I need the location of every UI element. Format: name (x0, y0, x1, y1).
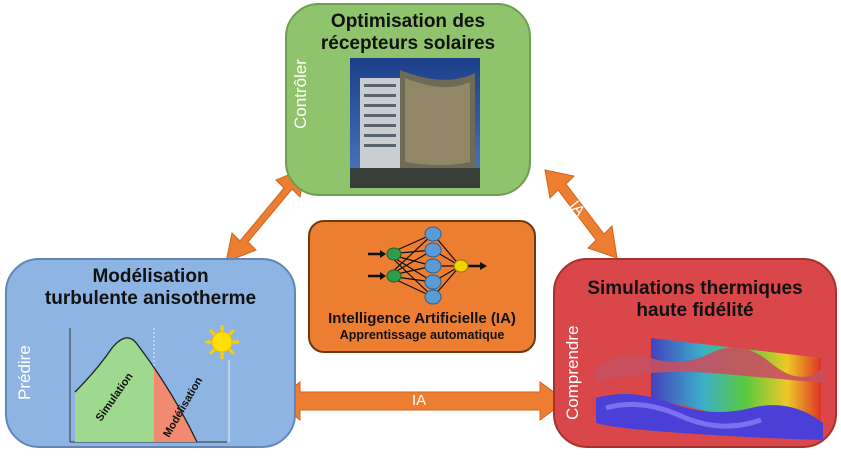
left-box-title-line2: turbulente anisotherme (44, 287, 257, 309)
fluid-simulation-render (596, 338, 823, 440)
sun-icon (205, 325, 239, 359)
neural-network-icon (368, 226, 487, 305)
center-box-title: Intelligence Artificielle (IA) (328, 310, 516, 327)
left-box-title-line1: Modélisation (92, 266, 209, 287)
center-box-subtitle: Apprentissage automatique (339, 328, 505, 343)
solar-furnace-photo (350, 58, 480, 188)
turbulence-spectrum-plot: Simulation Modélisation (69, 325, 239, 443)
top-box-title-line2: récepteurs solaires (320, 32, 496, 54)
right-box-thermal-simulations: Simulations thermiques haute fidélité Co… (553, 258, 837, 448)
center-box-artificial-intelligence: Intelligence Artificielle (IA) Apprentis… (308, 220, 536, 353)
right-box-title-line2: haute fidélité (636, 299, 754, 321)
top-box-side-label: Contrôler (291, 59, 310, 129)
right-box-side-label: Comprendre (563, 325, 582, 421)
top-box-solar-receivers: Optimisation des récepteurs solaires Con… (285, 3, 531, 196)
right-box-title-line1: Simulations thermiques (587, 278, 803, 299)
arrow-bottom-label: IA (412, 392, 427, 409)
top-box-title-line1: Optimisation des (330, 11, 486, 32)
left-box-turbulence-modeling: Modélisation turbulente anisotherme Préd… (5, 258, 296, 448)
